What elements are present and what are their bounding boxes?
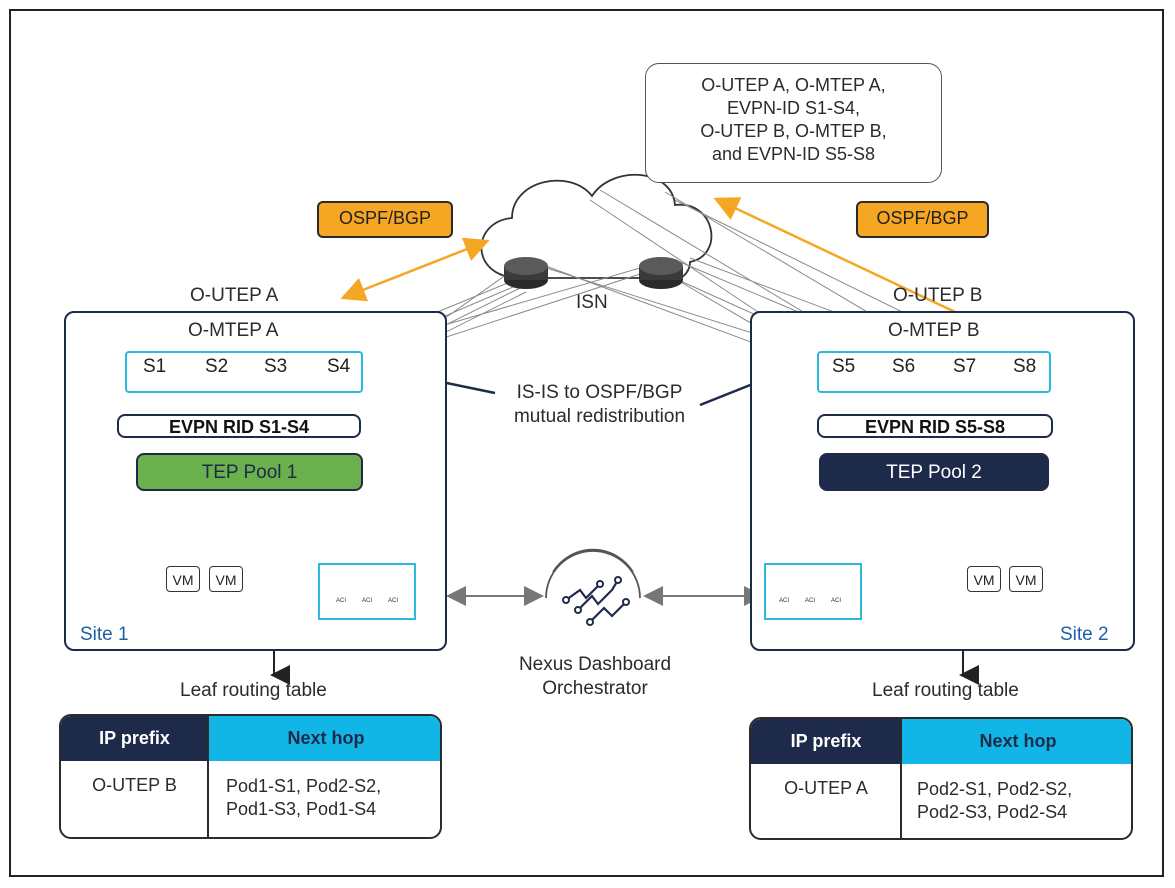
- site2-utep-label: O-UTEP B: [893, 285, 983, 306]
- table-cell-prefix: O-UTEP B: [92, 775, 177, 795]
- isn-cloud: [480, 174, 713, 286]
- site2-mtep-label: O-MTEP B: [888, 320, 980, 341]
- callout-line-4: and EVPN-ID S5-S8: [711, 144, 876, 164]
- callout-line-3: O-UTEP B, O-MTEP B,: [700, 121, 887, 141]
- aci-badge: ACI: [362, 598, 373, 604]
- redistribution-line-2: mutual redistribution: [513, 406, 686, 427]
- spine-label-s1: S1: [143, 356, 167, 377]
- apic-label: APIC: [333, 584, 350, 591]
- aci-badge: ACI: [336, 598, 347, 604]
- spine-label-s3: S3: [264, 356, 288, 377]
- callout-line-2: EVPN-ID S1-S4,: [726, 98, 861, 118]
- spine-label-s5: S5: [832, 356, 856, 377]
- aci-badge: ACI: [805, 598, 816, 604]
- next-hop-line-1: Pod2-S1, Pod2-S2,: [917, 779, 1073, 799]
- table-divider: [207, 716, 209, 837]
- orchestrator-label: Nexus Dashboard Orchestrator: [490, 653, 700, 701]
- site1-apic-box: [318, 563, 416, 620]
- site2-vm-1: VM: [967, 566, 1001, 592]
- orchestrator-line-1: Nexus Dashboard: [518, 654, 672, 675]
- site1-label: Site 1: [80, 624, 129, 645]
- ospf-bgp-badge-left: OSPF/BGP: [317, 201, 453, 238]
- spine-label-s2: S2: [205, 356, 229, 377]
- site1-vm-1: VM: [166, 566, 200, 592]
- orchestrator-line-2: Orchestrator: [542, 678, 648, 699]
- routing-table-site1: IP prefix Next hop O-UTEP B Pod1-S1, Pod…: [59, 714, 442, 839]
- aci-badge: ACI: [779, 598, 790, 604]
- table-cell-next-hop: Pod1-S1, Pod2-S2, Pod1-S3, Pod1-S4: [226, 761, 440, 821]
- site2-label: Site 2: [1060, 624, 1109, 645]
- next-hop-line-2: Pod2-S3, Pod2-S4: [917, 802, 1068, 822]
- table-header-next-hop: Next hop: [901, 719, 1131, 764]
- routing-table-site2: IP prefix Next hop O-UTEP A Pod2-S1, Pod…: [749, 717, 1133, 840]
- redistribution-label: IS-IS to OSPF/BGP mutual redistribution: [497, 381, 702, 429]
- site2-vm-2: VM: [1009, 566, 1043, 592]
- apic-label: APIC: [385, 584, 402, 591]
- ospf-bgp-badge-right: OSPF/BGP: [856, 201, 989, 238]
- apic-label: APIC: [802, 584, 819, 591]
- site2-apic-box: [764, 563, 862, 620]
- site1-mtep-label: O-MTEP A: [188, 320, 279, 341]
- isn-router-2: [639, 257, 683, 289]
- overlay-summary-callout: O-UTEP A, O-MTEP A, EVPN-ID S1-S4, O-UTE…: [645, 63, 942, 183]
- apic-label: APIC: [359, 584, 376, 591]
- table-cell-prefix: O-UTEP A: [784, 778, 868, 798]
- site1-vm-2: VM: [209, 566, 243, 592]
- site1-utep-label: O-UTEP A: [190, 285, 279, 306]
- aci-badge: ACI: [831, 598, 842, 604]
- table-header-ip-prefix: IP prefix: [751, 719, 901, 764]
- apic-label: APIC: [776, 584, 793, 591]
- next-hop-line-1: Pod1-S1, Pod2-S2,: [226, 776, 382, 796]
- isn-label: ISN: [576, 292, 608, 313]
- callout-line-1: O-UTEP A, O-MTEP A,: [701, 75, 886, 95]
- site2-tep-pool: TEP Pool 2: [819, 453, 1049, 491]
- next-hop-line-2: Pod1-S3, Pod1-S4: [226, 799, 377, 819]
- spine-label-s7: S7: [953, 356, 977, 377]
- table-header-next-hop: Next hop: [208, 716, 440, 761]
- spine-label-s4: S4: [327, 356, 351, 377]
- routing-table-title-site2: Leaf routing table: [872, 680, 1019, 701]
- site1-spine-group: [125, 351, 363, 393]
- isn-router-1: [504, 257, 548, 289]
- site1-evpn-rid: EVPN RID S1-S4: [117, 414, 361, 438]
- table-divider: [900, 719, 902, 838]
- ospf-arrow-left: [340, 237, 490, 302]
- spine-label-s8: S8: [1013, 356, 1037, 377]
- site2-evpn-rid: EVPN RID S5-S8: [817, 414, 1053, 438]
- site2-spine-group: [817, 351, 1051, 393]
- routing-table-title-site1: Leaf routing table: [180, 680, 327, 701]
- orchestrator-icon: [545, 548, 641, 626]
- table-header-ip-prefix: IP prefix: [61, 716, 208, 761]
- table-cell-next-hop: Pod2-S1, Pod2-S2, Pod2-S3, Pod2-S4: [917, 764, 1131, 824]
- spine-label-s6: S6: [892, 356, 916, 377]
- redistribution-line-1: IS-IS to OSPF/BGP: [516, 382, 683, 403]
- diagram-frame: [9, 9, 1164, 877]
- site1-tep-pool: TEP Pool 1: [136, 453, 363, 491]
- aci-badge: ACI: [388, 598, 399, 604]
- apic-label: APIC: [828, 584, 845, 591]
